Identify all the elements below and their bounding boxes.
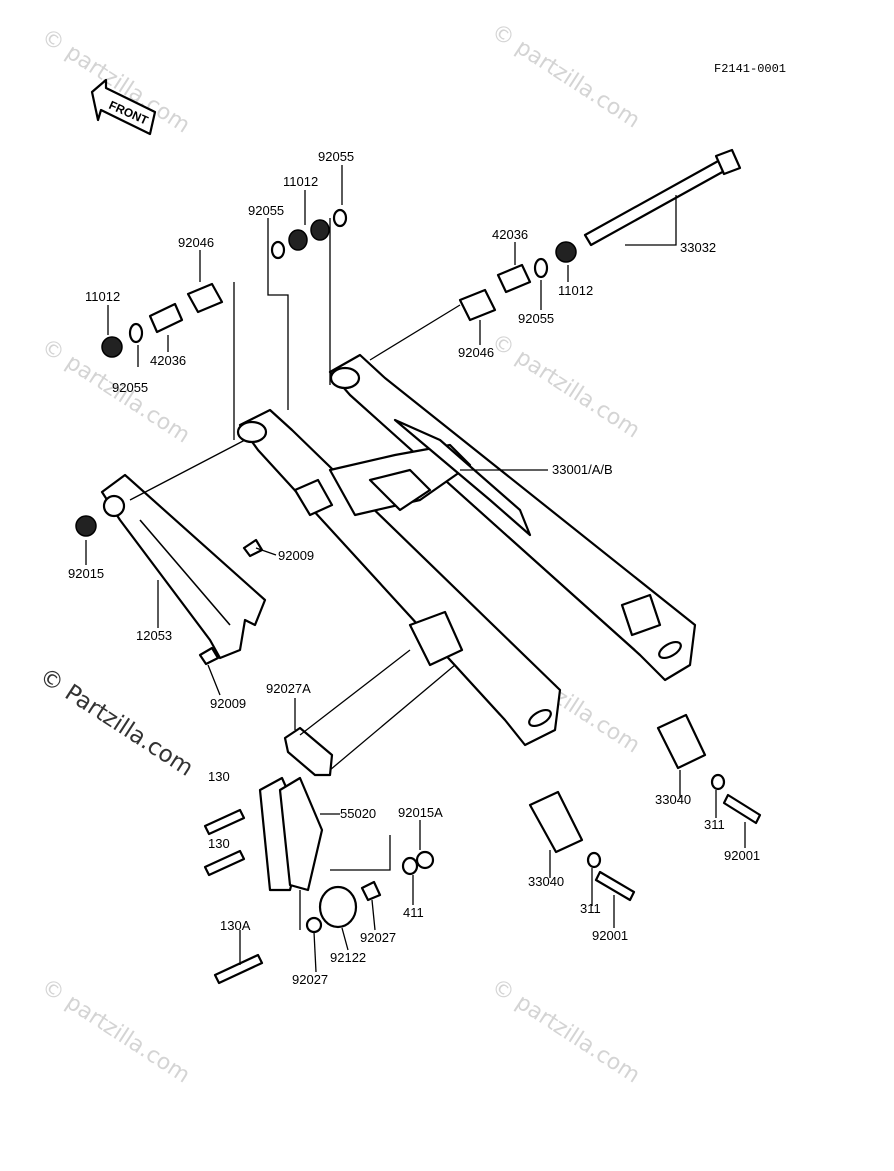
callout-label: 11012	[283, 174, 318, 189]
callout-label: 92027	[292, 972, 328, 987]
seal-icon	[310, 219, 330, 241]
washer-icon	[401, 856, 419, 876]
nut-icon	[415, 850, 435, 870]
callout-label: 33040	[528, 874, 564, 889]
callout-label: 33001/A/B	[552, 462, 613, 477]
callout-labels: 92055 11012 92055 92046 11012 42036 9205…	[68, 149, 760, 987]
callout-label: 92027	[360, 930, 396, 945]
callout-label: 55020	[340, 806, 376, 821]
callout-label: 92055	[518, 311, 554, 326]
washer-icon	[305, 916, 323, 934]
swingarm-icon	[236, 353, 697, 747]
callout-label: 92009	[278, 548, 314, 563]
callout-label: 11012	[558, 283, 593, 298]
collar-icon	[496, 263, 532, 294]
needle-bearing-icon	[458, 288, 497, 322]
watermark-main: © Partzilla.com	[35, 663, 198, 781]
bracket-plate-icon	[278, 776, 324, 892]
chain-guard-bolts	[75, 515, 264, 666]
chain-adjuster-icon	[528, 790, 584, 854]
callout-label: 33032	[680, 240, 716, 255]
callout-label: 42036	[492, 227, 528, 242]
callout-label: 42036	[150, 353, 186, 368]
seal-icon	[101, 336, 123, 358]
callout-label: 92055	[318, 149, 354, 164]
bolt-icon	[594, 870, 636, 902]
o-ring-icon	[332, 208, 348, 228]
o-ring-icon	[128, 322, 144, 344]
callout-label: 92015	[68, 566, 104, 581]
callout-label: 92055	[112, 380, 148, 395]
callout-label: 92001	[724, 848, 760, 863]
bolt-icon	[203, 808, 246, 836]
callout-label: 12053	[136, 628, 172, 643]
callout-label: 92015A	[398, 805, 443, 820]
bolt-icon	[203, 849, 246, 877]
callout-label: 92122	[330, 950, 366, 965]
callout-label: 311	[580, 901, 601, 916]
callout-label: 92009	[210, 696, 246, 711]
watermark: © partzilla.com	[37, 24, 194, 138]
needle-bearing-icon	[186, 282, 224, 314]
pivot-shaft-icon	[583, 158, 728, 247]
chain-adjuster-parts	[528, 713, 762, 902]
o-ring-icon	[533, 257, 549, 279]
nut-icon	[710, 773, 726, 791]
chain-adjuster-icon	[656, 713, 707, 770]
rubber-damper-icon	[318, 885, 358, 929]
callout-label: 33040	[655, 792, 691, 807]
bolt-icon	[213, 953, 264, 985]
linkage-parts	[203, 726, 435, 985]
collar-icon	[148, 302, 184, 334]
left-pivot-parts	[101, 282, 224, 358]
bolt-icon	[722, 793, 762, 825]
chain-guard-icon	[100, 473, 267, 660]
watermark: © partzilla.com	[487, 974, 644, 1088]
nut-icon	[586, 851, 602, 869]
bolt-icon	[242, 538, 264, 558]
bolt-head-icon	[714, 148, 742, 176]
watermark: © partzilla.com	[37, 974, 194, 1088]
o-ring-icon	[270, 240, 286, 260]
callout-label: 11012	[85, 289, 120, 304]
callout-label: 92046	[458, 345, 494, 360]
callout-label: 411	[403, 905, 424, 920]
watermark: © partzilla.com	[487, 19, 644, 133]
callout-label: 92001	[592, 928, 628, 943]
bolt-icon	[360, 880, 382, 902]
callout-label: 130	[208, 769, 230, 784]
diagram-code: F2141-0001	[714, 62, 786, 76]
leader-lines	[85, 165, 746, 973]
callout-label: 130A	[220, 918, 251, 933]
callout-label: 92046	[178, 235, 214, 250]
callout-label: 130	[208, 836, 230, 851]
bolt-icon	[198, 646, 220, 666]
callout-label: 92055	[248, 203, 284, 218]
callout-label: 92027A	[266, 681, 311, 696]
spacer-icon	[283, 726, 334, 777]
watermark: © partzilla.com	[487, 329, 644, 443]
seal-icon	[288, 229, 308, 251]
callout-label: 311	[704, 817, 725, 832]
seal-icon	[555, 241, 577, 263]
top-pivot-parts	[270, 208, 348, 260]
right-pivot-parts	[458, 148, 742, 322]
nut-icon	[75, 515, 97, 537]
